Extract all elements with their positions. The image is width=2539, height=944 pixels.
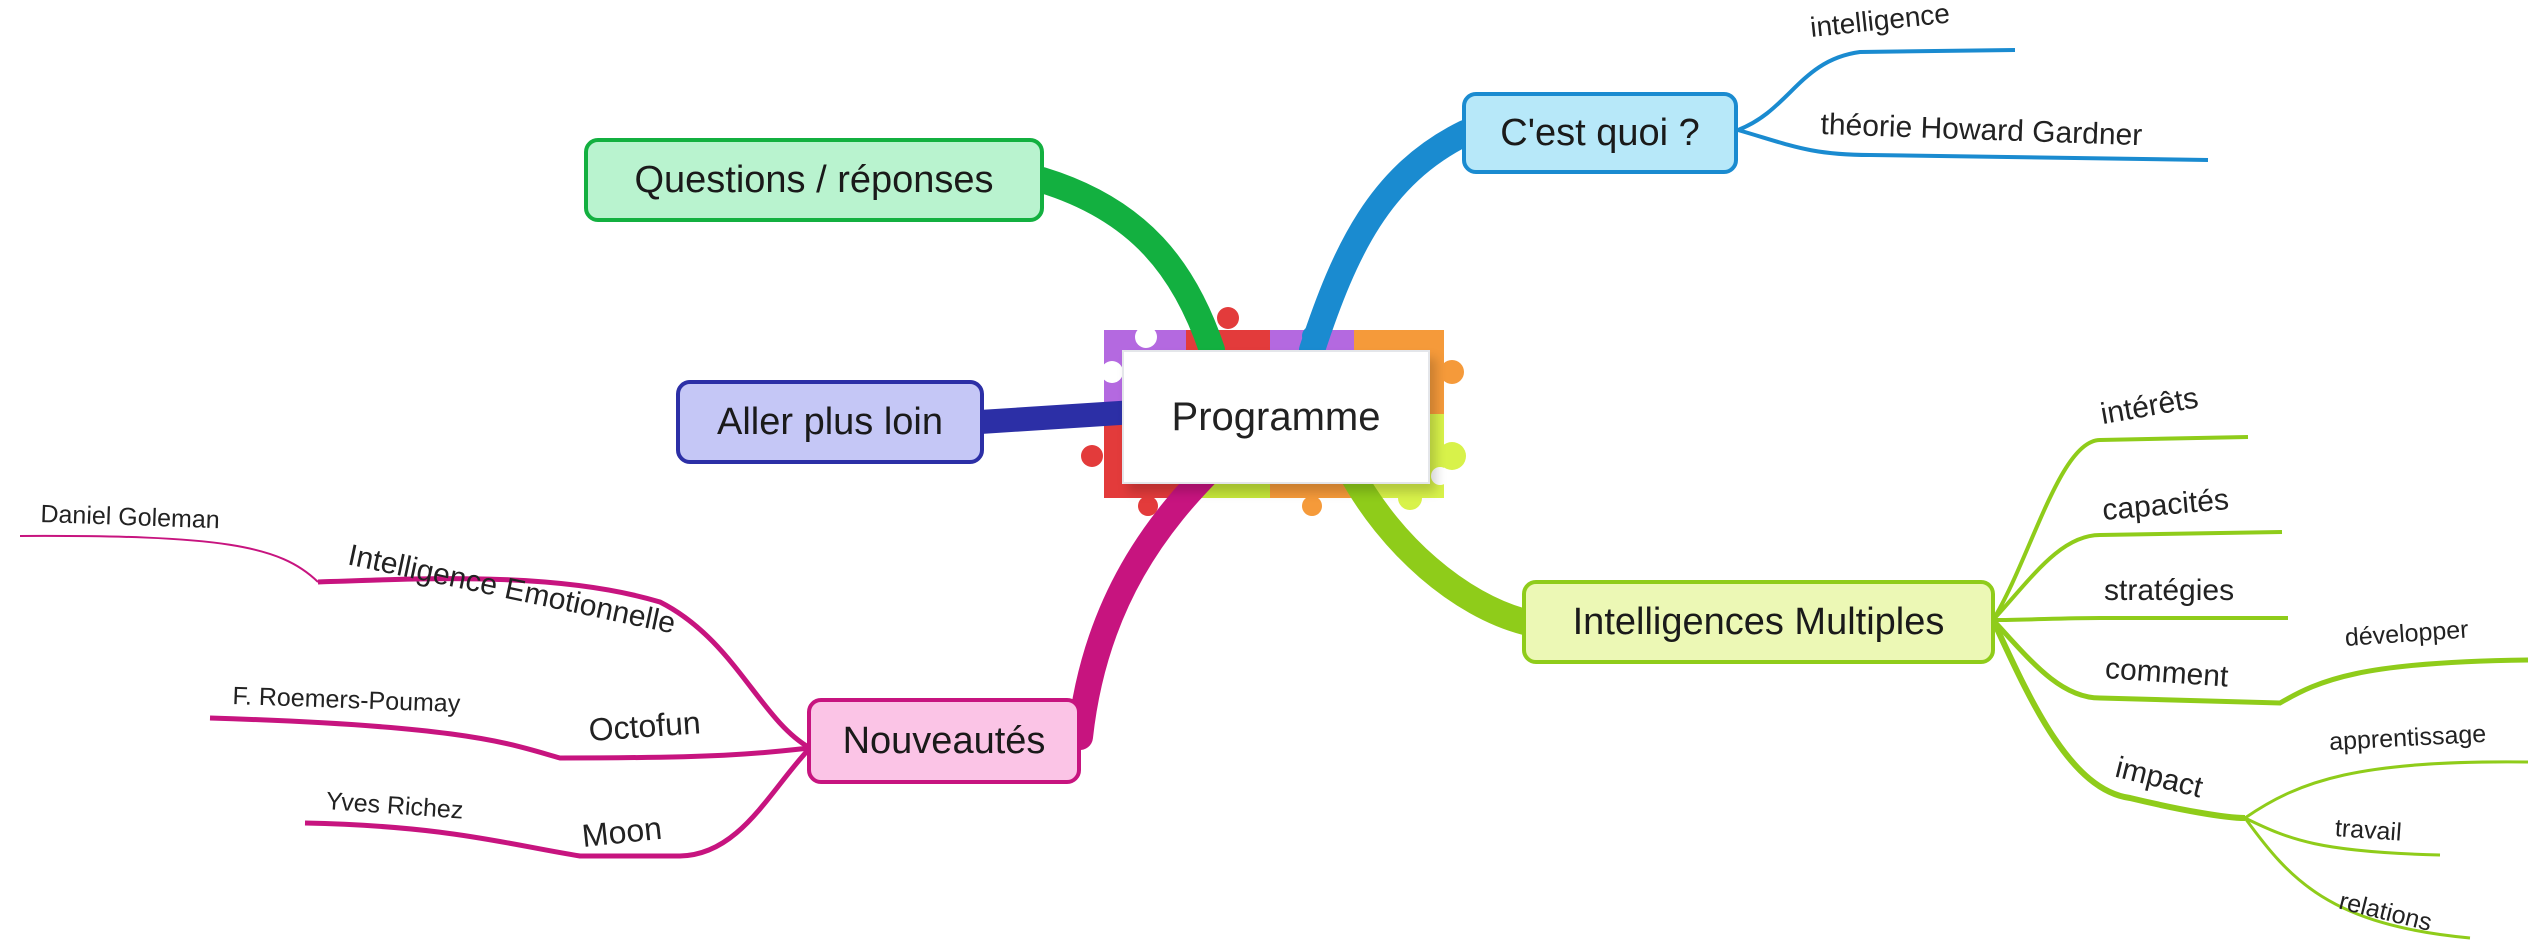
branch-nouveautes-connector <box>1067 452 1228 750</box>
intelligences-child-connector <box>2244 816 2441 857</box>
intelligences-child-connector <box>1991 435 2249 622</box>
topic-nouveautes[interactable]: Nouveautés <box>807 698 1081 784</box>
quoi-child-connector <box>1737 128 2209 162</box>
intelligences-child-connector <box>2243 817 2471 940</box>
branch-intelligences-connector <box>1337 457 1538 635</box>
subtopic-travail[interactable]: travail <box>2334 814 2403 847</box>
central-topic-label: Programme <box>1171 394 1381 439</box>
branch-quoi-connector <box>1299 120 1478 363</box>
quoi-child-connector <box>1737 48 2016 132</box>
topic-intelligences-multiples[interactable]: Intelligences Multiples <box>1522 580 1995 664</box>
nouveautes-child-connector <box>19 534 319 583</box>
topic-nouveautes-label: Nouveautés <box>842 719 1046 762</box>
topic-aller-plus-loin-label: Aller plus loin <box>717 400 943 443</box>
intelligences-child-connector <box>1990 618 2246 821</box>
topic-cest-quoi[interactable]: C'est quoi ? <box>1462 92 1738 174</box>
central-topic[interactable]: Programme <box>1122 350 1430 484</box>
nouveautes-child-connector <box>304 746 812 859</box>
branch-questions-connector <box>1029 167 1225 363</box>
intelligences-child-connector <box>1991 618 2529 706</box>
topic-questions-reponses[interactable]: Questions / réponses <box>584 138 1044 222</box>
branch-aller-connector <box>968 400 1147 434</box>
topic-intelligences-multiples-label: Intelligences Multiples <box>1572 600 1945 643</box>
subtopic-strategies[interactable]: stratégies <box>2104 574 2235 607</box>
topic-questions-reponses-label: Questions / réponses <box>634 158 994 201</box>
subtopic-octofun[interactable]: Octofun <box>587 704 702 749</box>
topic-aller-plus-loin[interactable]: Aller plus loin <box>676 380 984 464</box>
topic-cest-quoi-label: C'est quoi ? <box>1500 111 1700 154</box>
intelligences-child-connector <box>1991 530 2283 622</box>
nouveautes-child-connector <box>209 715 811 761</box>
intelligences-child-connector <box>2244 760 2529 820</box>
subtopic-daniel-goleman[interactable]: Daniel Goleman <box>40 500 221 535</box>
intelligences-child-connector <box>1992 616 2288 622</box>
nouveautes-child-connector <box>317 576 812 751</box>
